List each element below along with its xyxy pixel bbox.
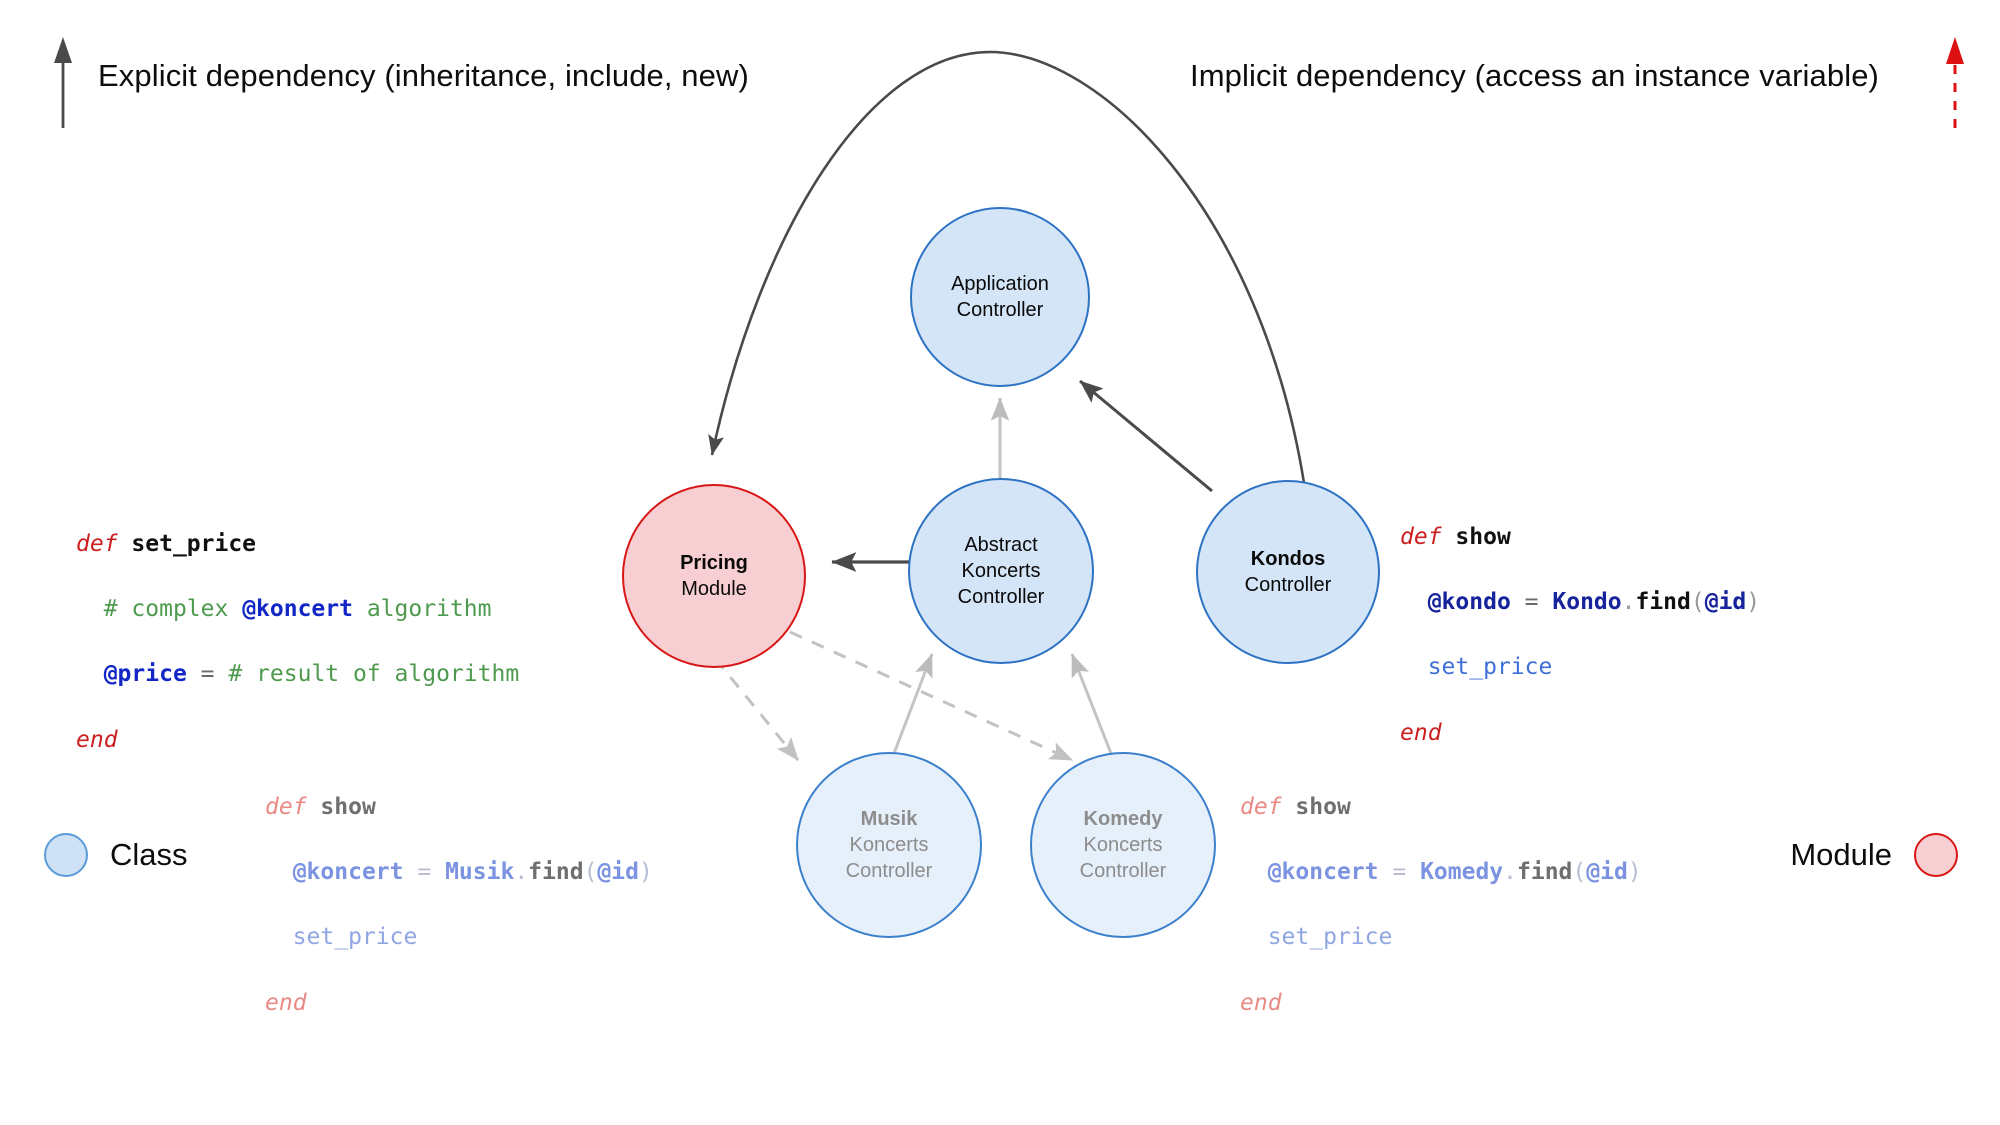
legend-explicit-dependency-label: Explicit dependency (inheritance, includ…	[98, 58, 749, 93]
node-label-line: Komedy	[1083, 808, 1163, 830]
node-application-controller[interactable]: Application Controller	[910, 207, 1090, 387]
code-line: end	[1240, 989, 1282, 1016]
node-label-line: Koncerts	[849, 834, 929, 856]
code-line: @koncert = Komedy.find(@id)	[1267, 858, 1642, 885]
code-line: def show	[1240, 793, 1351, 820]
node-label-line: Abstract	[964, 534, 1038, 556]
edge-musik-to-abstract	[891, 653, 934, 757]
code-line: def show	[1400, 523, 1511, 550]
node-label-line: Controller	[1244, 574, 1332, 596]
code-line: @price = # result of algorithm	[103, 661, 520, 688]
node-label-line: Controller	[845, 860, 933, 882]
code-line: end	[265, 989, 307, 1016]
code-musik-show: def show @koncert = Musik.find(@id) set_…	[265, 758, 653, 1085]
legend-class-label: Class	[110, 837, 188, 872]
code-line: @koncert = Musik.find(@id)	[292, 858, 653, 885]
code-line: # complex @koncert algorithm	[103, 595, 492, 622]
legend-implicit-dependency-label: Implicit dependency (access an instance …	[1190, 58, 1879, 93]
code-pricing-set-price: def set_price # complex @koncert algorit…	[76, 495, 519, 822]
code-line: set_price	[292, 924, 418, 951]
edge-kondos-to-application	[1079, 379, 1213, 493]
node-kondos-controller[interactable]: Kondos Controller	[1196, 480, 1380, 664]
code-line: end	[76, 726, 118, 753]
node-label-line: Pricing	[680, 552, 748, 574]
edge-pricing-to-komedy	[789, 630, 1074, 762]
node-musik-koncerts-controller[interactable]: Musik Koncerts Controller	[796, 752, 982, 938]
legend-module: Module	[1790, 833, 1958, 877]
node-komedy-koncerts-controller[interactable]: Komedy Koncerts Controller	[1030, 752, 1216, 938]
code-line: end	[1400, 719, 1442, 746]
edge-kondos-to-pricing	[708, 50, 1306, 484]
node-label-line: Musik	[860, 808, 918, 830]
implicit-arrow-icon	[1946, 37, 1964, 128]
code-line: set_price	[1267, 924, 1393, 951]
legend-class: Class	[44, 833, 188, 877]
code-line: @kondo = Kondo.find(@id)	[1427, 588, 1761, 615]
legend-module-label: Module	[1790, 837, 1892, 872]
node-label-line: Module	[681, 578, 747, 600]
node-label-line: Controller	[1079, 860, 1167, 882]
node-pricing-module[interactable]: Pricing Module	[622, 484, 806, 668]
code-line: set_price	[1427, 654, 1553, 681]
node-abstract-koncerts-controller[interactable]: Abstract Koncerts Controller	[908, 478, 1094, 664]
node-label-line: Koncerts	[1083, 834, 1163, 856]
explicit-arrow-icon	[54, 37, 72, 128]
node-label-line: Application	[951, 273, 1049, 295]
class-swatch-icon	[44, 833, 88, 877]
node-label-line: Controller	[957, 586, 1045, 608]
node-label-line: Kondos	[1250, 548, 1326, 570]
code-line: def set_price	[76, 530, 257, 557]
node-label-line: Controller	[956, 299, 1044, 321]
code-komedy-show: def show @koncert = Komedy.find(@id) set…	[1240, 758, 1642, 1085]
code-line: def show	[265, 793, 376, 820]
edge-komedy-to-abstract	[1070, 653, 1114, 757]
module-swatch-icon	[1914, 833, 1958, 877]
code-kondos-show: def show @kondo = Kondo.find(@id) set_pr…	[1400, 488, 1760, 815]
node-label-line: Koncerts	[961, 560, 1041, 582]
